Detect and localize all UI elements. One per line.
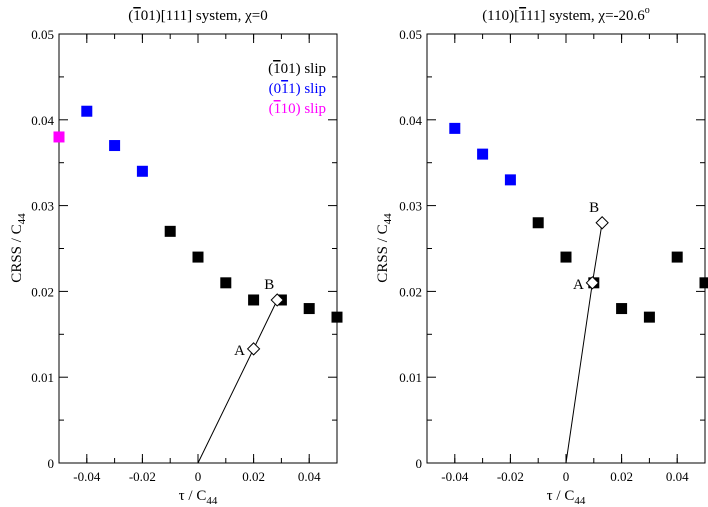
data-point-series-0	[220, 277, 232, 289]
title-pre: (	[128, 8, 133, 24]
y-tick-label: 0.05	[399, 27, 422, 42]
data-point-series-0	[303, 303, 315, 315]
load-path-line	[197, 299, 278, 464]
left-chart-title: (101)[111] system, χ=0	[128, 8, 267, 24]
x-tick-label: -0.02	[497, 469, 524, 484]
data-point-series-0	[560, 251, 572, 263]
right-x-ticks: -0.04 -0.02 0 0.02 0.04	[426, 34, 706, 484]
y-tick-label: 0.01	[31, 370, 54, 385]
right-x-axis-label: τ / C44	[547, 488, 586, 507]
annotation-point-B	[595, 216, 609, 230]
right-chart-title: (110)[111] system, χ=-20.6o	[482, 5, 650, 24]
legend-entry-110-slip: (110) slip	[269, 101, 326, 117]
y-tick-label: 0.03	[399, 199, 422, 214]
annotation-point-A	[246, 342, 261, 356]
x-tick-label: 0.04	[298, 469, 321, 484]
x-tick-label: 0.02	[610, 469, 633, 484]
left-legend: (101) slip (011) slip (110) slip	[268, 61, 326, 117]
data-point-series-0	[699, 277, 708, 289]
y-tick-label: 0.02	[399, 284, 422, 299]
x-tick-label: -0.04	[73, 469, 101, 484]
x-tick-label: -0.02	[129, 469, 156, 484]
y-tick-label: 0.04	[399, 113, 422, 128]
data-point-series-1	[477, 148, 489, 160]
annotation-label-A: A	[573, 277, 584, 293]
data-point-series-0	[192, 251, 204, 263]
annotation-label-A: A	[234, 343, 245, 359]
left-chart-panel: (101)[111] system, χ=0 -0.04 -0.02 0 0.02 0.…	[9, 8, 343, 507]
y-tick-label: 0.01	[399, 370, 422, 385]
data-point-series-0	[248, 294, 260, 306]
x-tick-label: 0.02	[242, 469, 265, 484]
y-tick-label: 0.05	[31, 27, 54, 42]
annotation-label-B: B	[589, 200, 599, 216]
data-point-series-2	[53, 131, 65, 143]
right-data-layer: AB	[449, 122, 708, 464]
data-point-series-1	[504, 174, 516, 186]
right-y-ticks: 0 0.01 0.02 0.03 0.04 0.05	[399, 27, 705, 471]
right-plot-frame	[426, 33, 706, 464]
left-y-axis-label: CRSS / C44	[9, 213, 28, 283]
left-data-layer: AB	[53, 105, 343, 464]
data-point-series-0	[532, 217, 544, 229]
data-point-series-0	[671, 251, 683, 263]
y-tick-label: 0.04	[31, 113, 54, 128]
data-point-series-0	[331, 311, 343, 323]
data-point-series-1	[449, 122, 461, 134]
title-overbar-digit: 1	[133, 8, 141, 24]
data-point-series-0	[616, 303, 628, 315]
data-point-series-1	[136, 165, 148, 177]
data-point-series-0	[164, 225, 176, 237]
annotation-point-A	[585, 276, 600, 290]
x-tick-label: 0.04	[666, 469, 689, 484]
x-tick-label: 0	[563, 469, 570, 484]
legend-entry-011-slip: (011) slip	[269, 81, 326, 97]
y-tick-label: 0.03	[31, 199, 54, 214]
data-point-series-1	[81, 105, 93, 117]
y-tick-label: 0	[416, 456, 423, 471]
left-x-axis-label: τ / C44	[179, 488, 218, 507]
annotation-label-B: B	[264, 277, 274, 293]
legend-entry-101-slip: (101) slip	[268, 61, 326, 77]
left-plot-frame	[58, 33, 338, 464]
annotation-point-B	[270, 293, 284, 307]
title-post: 01)[111] system, χ=0	[141, 8, 268, 24]
y-tick-label: 0.02	[31, 284, 54, 299]
right-y-axis-label: CRSS / C44	[375, 213, 394, 283]
left-y-ticks: 0 0.01 0.02 0.03 0.04 0.05	[31, 27, 337, 471]
x-tick-label: 0	[195, 469, 202, 484]
y-tick-label: 0	[48, 456, 55, 471]
x-tick-label: -0.04	[441, 469, 469, 484]
data-point-series-1	[109, 140, 121, 152]
left-x-ticks: -0.04 -0.02 0 0.02 0.04	[58, 34, 338, 484]
data-point-series-0	[643, 311, 655, 323]
